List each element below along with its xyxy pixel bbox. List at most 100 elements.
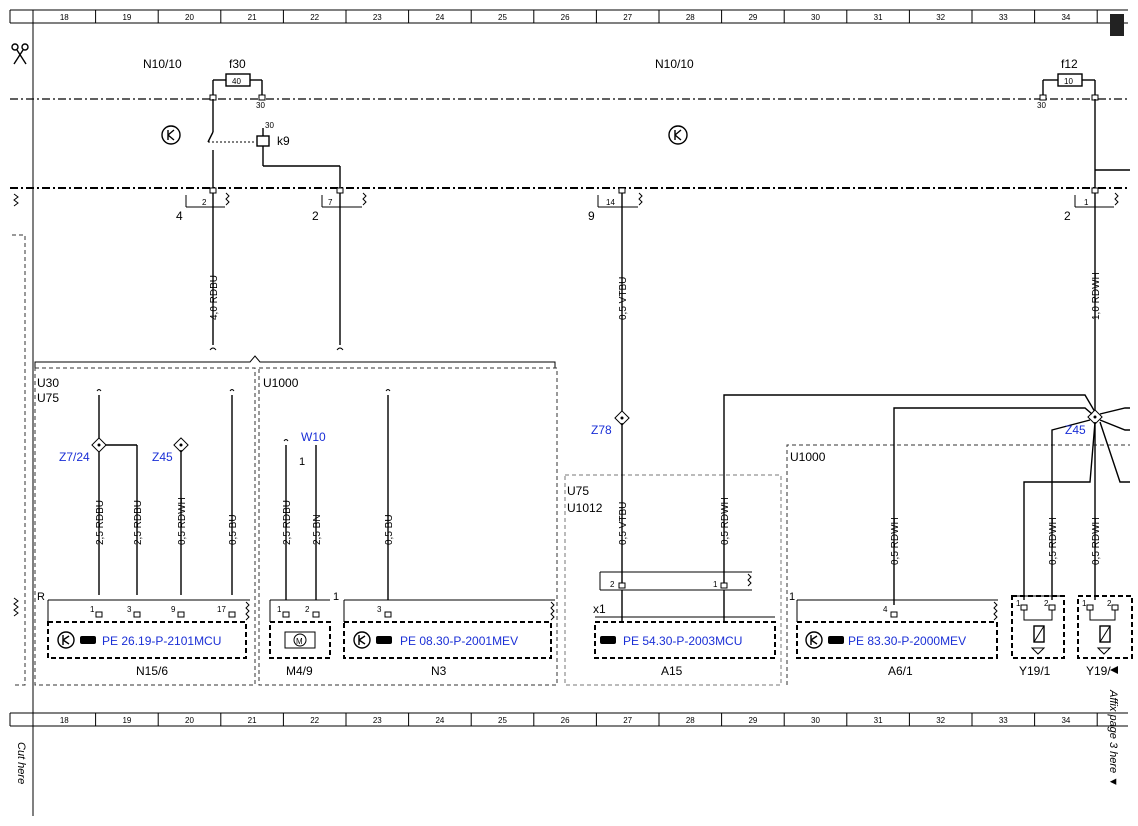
- splice-w10-num: 1: [299, 456, 305, 468]
- grid-column-label: 30: [811, 716, 820, 725]
- wire-label-w6: 0,5 RDWH: [177, 497, 188, 545]
- grid-column-label: 27: [623, 716, 632, 725]
- scissors-icon: [11, 43, 29, 65]
- grid-column-label: 26: [561, 716, 570, 725]
- group-label-u75-b: U75: [567, 484, 589, 498]
- wire-label-w3: 1,0 RDWH: [1091, 272, 1102, 320]
- splice-z724: Z7/24: [59, 450, 90, 464]
- grid-column-label: 32: [936, 13, 945, 22]
- group-box-u30: [34, 367, 256, 686]
- grid-column-label: 29: [748, 13, 757, 22]
- component-label-m49: M4/9: [286, 664, 313, 678]
- relay-k9: [207, 99, 341, 188]
- fuse-f12: [1039, 73, 1099, 101]
- cut-here-label: Cut here: [15, 742, 27, 784]
- grid-ruler-top: [9, 9, 1128, 24]
- label-n1010-left: N10/10: [143, 57, 182, 71]
- connector-c3: [597, 187, 643, 208]
- m49-pin-2: 2: [305, 605, 310, 614]
- ref-link-a15[interactable]: PE 54.30-P-2003MCU: [623, 634, 742, 648]
- label-f12-value: 10: [1064, 77, 1073, 86]
- label-k9: k9: [277, 134, 290, 148]
- grid-column-label: 28: [686, 716, 695, 725]
- connector-c4: [1074, 187, 1119, 208]
- y19x-pin-2: 2: [1107, 599, 1112, 608]
- group-box-u1000-left: [258, 367, 558, 686]
- splice-z45-left: Z45: [152, 450, 173, 464]
- ref-link-a61[interactable]: PE 83.30-P-2000MEV: [848, 634, 966, 648]
- component-label-n156: N15/6: [136, 664, 168, 678]
- pointing-hand-icon: [80, 636, 96, 644]
- grid-column-label: 22: [310, 716, 319, 725]
- group-label-u1000-left: U1000: [263, 376, 299, 390]
- wire-label-w14: 0,5 RDWH: [1048, 517, 1059, 565]
- grid-column-label: 25: [498, 716, 507, 725]
- n156-r-label: R: [37, 591, 45, 603]
- grid-column-label: 29: [748, 716, 757, 725]
- splice-w10: W10: [301, 430, 326, 444]
- grid-column-label: 20: [185, 716, 194, 725]
- left-ground-symbol: [13, 193, 19, 207]
- label-f30: f30: [229, 57, 246, 71]
- label-f12-pin: 30: [1037, 101, 1046, 110]
- pointing-hand-icon: [828, 636, 844, 644]
- valve-icon: [1089, 610, 1116, 655]
- grid-column-label: 31: [874, 13, 883, 22]
- grid-column-label: 21: [248, 13, 257, 22]
- n156-pin-17: 17: [217, 605, 226, 614]
- n3-num: 1: [333, 591, 339, 603]
- fuse-f30: [209, 73, 266, 101]
- label-c3-pin: 14: [606, 198, 615, 207]
- grid-column-label: 31: [874, 716, 883, 725]
- component-label-a15: A15: [661, 664, 683, 678]
- wire-label-w5: 2,5 RDBU: [133, 500, 144, 545]
- label-c4-num: 2: [1064, 209, 1071, 223]
- grid-column-label: 30: [811, 13, 820, 22]
- pointing-hand-icon: [600, 636, 616, 644]
- group-label-u1000-right: U1000: [790, 450, 826, 464]
- wire-label-w2: 0,5 VTBU: [618, 277, 629, 320]
- component-n3-box: [343, 621, 552, 659]
- label-c1-num: 4: [176, 209, 183, 223]
- group-label-u1012: U1012: [567, 501, 603, 515]
- motor-icon: [284, 631, 316, 649]
- component-y191-box: [1011, 595, 1065, 659]
- ref-link-n156[interactable]: PE 26.19-P-2101MCU: [102, 634, 221, 648]
- grid-column-label: 22: [310, 13, 319, 22]
- grid-column-label: 18: [60, 13, 69, 22]
- grid-column-label: 34: [1061, 13, 1070, 22]
- label-c4-pin: 1: [1084, 198, 1089, 207]
- wire-label-w13: 0,5 RDWH: [890, 517, 901, 565]
- transistor-icon: [805, 631, 823, 649]
- component-a15-box: [594, 621, 776, 659]
- arrow-marker-icon: [1110, 666, 1118, 674]
- m49-pin-1: 1: [277, 605, 282, 614]
- group-brace: [34, 355, 556, 368]
- grid-column-label: 24: [435, 716, 444, 725]
- y191-pin-2: 2: [1044, 599, 1049, 608]
- label-c3-num: 9: [588, 209, 595, 223]
- grid-ruler-bottom: [9, 712, 1128, 727]
- wire-label-w12: 0,5 RDWH: [720, 497, 731, 545]
- label-f30-pin: 30: [256, 101, 265, 110]
- grid-column-label: 21: [248, 716, 257, 725]
- splice-z78: Z78: [591, 423, 612, 437]
- transistor-icon: [668, 125, 688, 145]
- a61-num: 1: [789, 591, 795, 603]
- left-continuation-box: [12, 234, 26, 686]
- grid-column-label: 28: [686, 13, 695, 22]
- ref-link-n3[interactable]: PE 08.30-P-2001MEV: [400, 634, 518, 648]
- transistor-icon: [57, 631, 75, 649]
- n3-pin-3: 3: [377, 605, 382, 614]
- grid-column-label: 24: [435, 13, 444, 22]
- label-k9-pin: 30: [265, 121, 274, 130]
- a15-pin-2: 2: [610, 580, 615, 589]
- a15-pin-1: 1: [713, 580, 718, 589]
- label-f30-value: 40: [232, 77, 241, 86]
- connector-c1: [185, 187, 230, 208]
- splice-z45-right: Z45: [1065, 423, 1086, 437]
- a15-x1: x1: [593, 602, 606, 616]
- wire-label-w8: 2,5 RDBU: [282, 500, 293, 545]
- pointing-hand-icon: [376, 636, 392, 644]
